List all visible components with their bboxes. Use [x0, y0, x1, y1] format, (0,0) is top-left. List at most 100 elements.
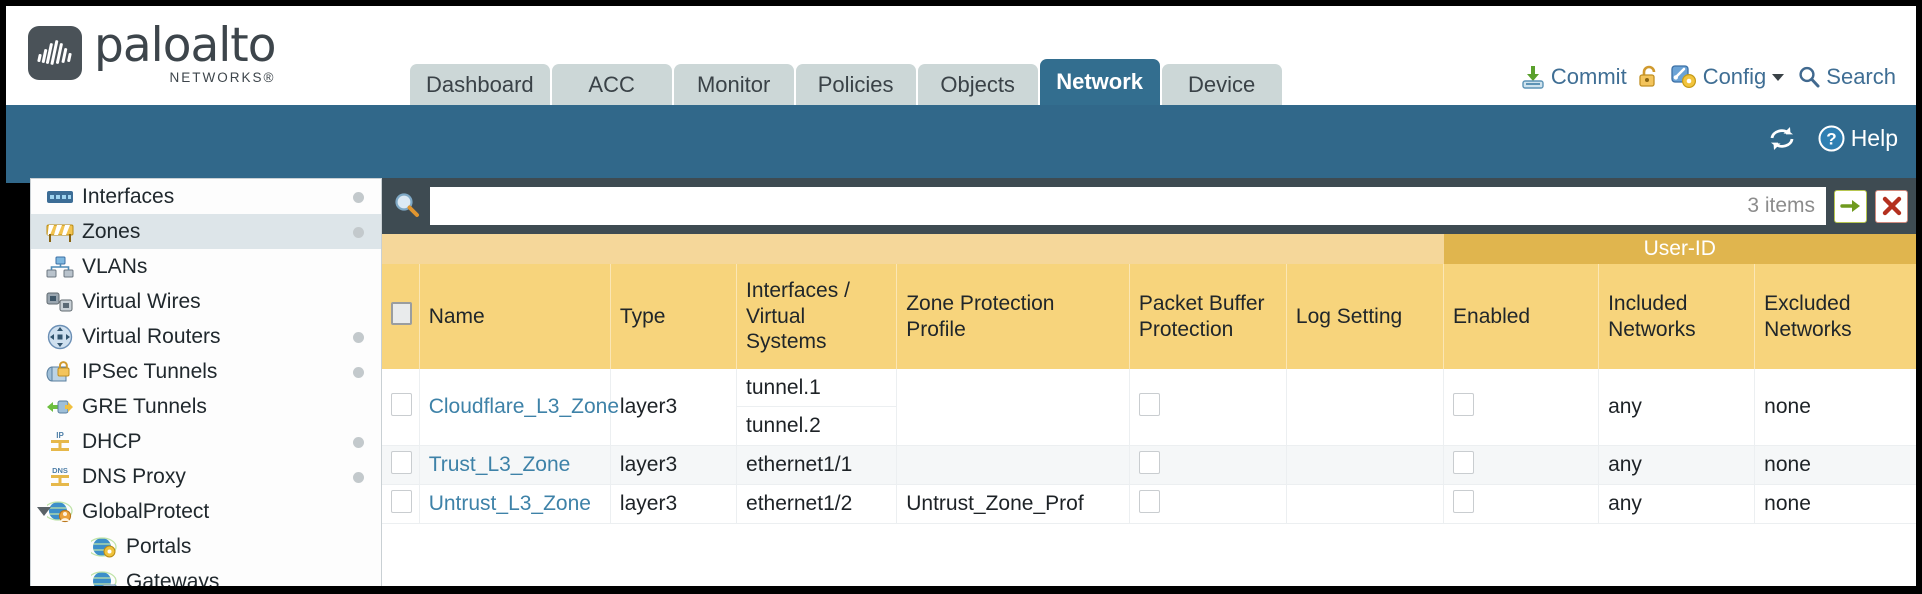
column-header-interfaces-virtual-systems[interactable]: Interfaces / Virtual Systems — [736, 264, 897, 369]
vlans-icon — [45, 255, 75, 279]
cell-included-networks: any — [1598, 369, 1755, 446]
cell-log-setting — [1285, 484, 1444, 524]
commit-label: Commit — [1550, 64, 1627, 89]
interfaces-icon — [45, 185, 75, 209]
gre-tunnels-icon — [45, 395, 75, 419]
sidebar-item-zones[interactable]: Zones — [31, 214, 381, 249]
dns-proxy-icon: DNS — [45, 465, 75, 489]
search-icon — [1797, 65, 1821, 89]
userid-enabled-checkbox[interactable] — [1453, 392, 1475, 416]
sidebar-item-label: Zones — [82, 219, 141, 243]
items-count-label: 3 items — [1747, 194, 1815, 217]
commit-button[interactable]: Commit — [1520, 64, 1627, 90]
select-all-checkbox[interactable] — [391, 301, 412, 325]
column-header-label: Included Networks — [1608, 291, 1696, 341]
search-button[interactable]: Search — [1797, 64, 1896, 90]
tab-dashboard[interactable]: Dashboard — [410, 64, 550, 105]
column-header-label: Name — [428, 304, 485, 328]
userid-enabled-checkbox[interactable] — [1453, 489, 1475, 513]
chevron-down-icon — [1771, 72, 1786, 82]
sidebar-item-virtual-wires[interactable]: Virtual Wires — [31, 284, 381, 319]
dhcp-icon: IP — [45, 430, 75, 454]
sidebar-item-gateways[interactable]: Gateways — [31, 564, 381, 586]
sidebar-status-dot[interactable] — [353, 366, 364, 378]
tab-objects[interactable]: Objects — [917, 64, 1038, 105]
zone-name-link[interactable]: Cloudflare_L3_Zone — [428, 395, 620, 418]
interface-entry: ethernet1/2 — [746, 492, 853, 515]
tab-network[interactable]: Network — [1039, 59, 1160, 105]
sidebar-status-dot[interactable] — [353, 436, 364, 448]
column-header-included-networks[interactable]: Included Networks — [1598, 264, 1755, 369]
svg-text:?: ? — [1826, 130, 1836, 149]
sidebar-item-vlans[interactable]: VLANs — [31, 249, 381, 284]
tab-monitor[interactable]: Monitor — [673, 64, 794, 105]
sidebar-status-dot[interactable] — [353, 331, 364, 343]
sidebar-status-dot[interactable] — [353, 471, 364, 483]
sidebar-item-virtual-routers[interactable]: Virtual Routers — [31, 319, 381, 354]
sidebar-item-interfaces[interactable]: Interfaces — [31, 179, 381, 214]
sidebar-item-label: Virtual Routers — [82, 324, 221, 348]
column-header-packet-buffer-protection[interactable]: Packet Buffer Protection — [1128, 264, 1287, 369]
zone-name-link[interactable]: Untrust_L3_Zone — [428, 492, 591, 515]
zone-name-link[interactable]: Trust_L3_Zone — [428, 453, 571, 476]
row-select-checkbox[interactable] — [391, 489, 412, 513]
config-menu-button[interactable]: Config — [1671, 64, 1787, 90]
packet-buffer-protection-checkbox[interactable] — [1138, 392, 1160, 416]
column-header-label: Log Setting — [1295, 304, 1403, 328]
apply-filter-button[interactable] — [1834, 189, 1867, 223]
expand-caret-icon[interactable] — [37, 506, 51, 516]
column-header-log-setting[interactable]: Log Setting — [1285, 264, 1444, 369]
sidebar-item-ipsec-tunnels[interactable]: IPSec Tunnels — [31, 354, 381, 389]
tab-acc[interactable]: ACC — [551, 64, 672, 105]
clear-filter-button[interactable] — [1875, 189, 1908, 223]
column-header-name[interactable]: Name — [418, 264, 611, 369]
sidebar-item-label: GRE Tunnels — [82, 394, 207, 418]
cell-packet-buffer-protection — [1128, 445, 1287, 485]
help-button[interactable]: ? Help — [1818, 125, 1898, 152]
tab-label: ACC — [588, 71, 635, 97]
sidebar-item-gre-tunnels[interactable]: GRE Tunnels — [31, 389, 381, 424]
sidebar-item-label: Portals — [126, 534, 192, 558]
cell-zone-protection-profile — [896, 445, 1130, 485]
table-group-header-row: User-ID — [382, 234, 1916, 264]
packet-buffer-protection-checkbox[interactable] — [1138, 450, 1160, 474]
tab-device[interactable]: Device — [1161, 64, 1282, 105]
interface-entry: ethernet1/1 — [746, 453, 853, 476]
top-actions: Commit — [1520, 64, 1896, 90]
sidebar-item-portals[interactable]: Portals — [31, 529, 381, 564]
column-header-enabled[interactable]: Enabled — [1443, 264, 1599, 369]
column-header-type[interactable]: Type — [609, 264, 737, 369]
cell-interfaces: ethernet1/2 — [736, 484, 897, 524]
userid-enabled-checkbox[interactable] — [1453, 450, 1475, 474]
sidebar-item-label: VLANs — [82, 254, 148, 278]
brand-tagline: NETWORKS® — [169, 70, 276, 85]
refresh-icon[interactable] — [1766, 125, 1798, 152]
tab-policies[interactable]: Policies — [795, 64, 916, 105]
row-select-checkbox[interactable] — [391, 450, 412, 474]
commit-save-icon — [1520, 64, 1546, 90]
filter-input[interactable] — [441, 193, 1738, 219]
band-actions: ? Help — [1766, 125, 1898, 152]
search-magnifier-icon[interactable] — [392, 191, 422, 221]
sidebar-status-dot[interactable] — [353, 191, 364, 203]
config-lock-button[interactable] — [1638, 64, 1660, 90]
group-header-userid: User-ID — [1443, 234, 1916, 264]
tab-label: Objects — [940, 71, 1015, 97]
sidebar-status-dot[interactable] — [353, 226, 364, 238]
column-header-zone-protection-profile[interactable]: Zone Protection Profile — [896, 264, 1130, 369]
svg-text:IP: IP — [56, 431, 64, 440]
filter-input-wrapper[interactable]: 3 items — [430, 187, 1826, 225]
packet-buffer-protection-checkbox[interactable] — [1138, 489, 1160, 513]
column-header-excluded-networks[interactable]: Excluded Networks — [1754, 264, 1916, 369]
portals-icon — [89, 535, 119, 559]
row-select-checkbox[interactable] — [391, 392, 412, 416]
sidebar-item-globalprotect[interactable]: GlobalProtect — [31, 494, 381, 529]
